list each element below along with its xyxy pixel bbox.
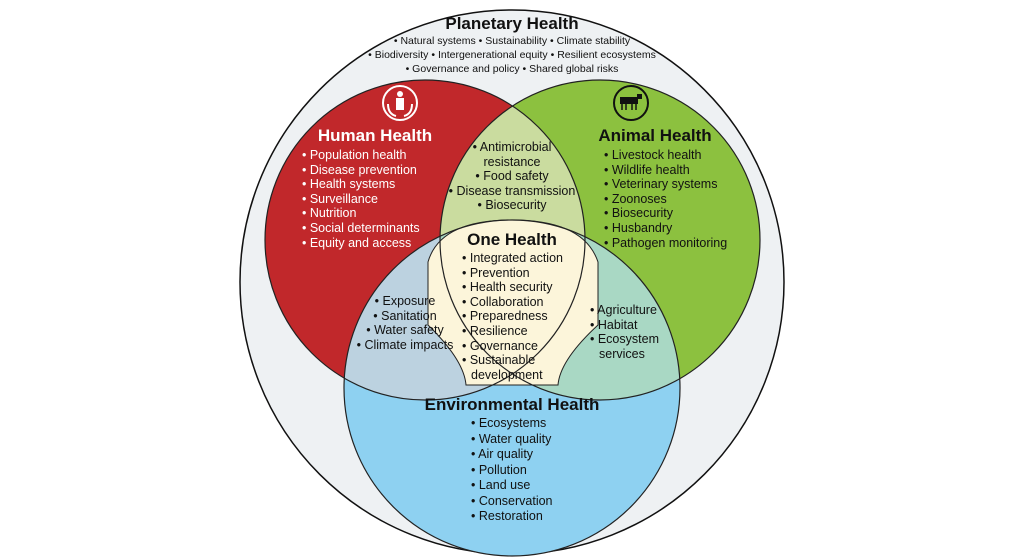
list-item: • Husbandry [604, 220, 673, 235]
livestock-icon [613, 85, 649, 121]
list-item: • Resilience [462, 323, 528, 338]
list-item: • Wildlife health [604, 162, 690, 177]
list-item: • Restoration [471, 509, 543, 523]
list-item: • Preparedness [462, 309, 548, 324]
list-item: • Antimicrobial [472, 140, 552, 154]
list-item: • Ecosystem [590, 332, 659, 347]
list-item: • Livestock health [604, 148, 702, 162]
list-item: • Health systems [302, 177, 396, 192]
list-item: resistance [483, 154, 541, 169]
human-animal-list: • Antimicrobial resistance • Food safety… [432, 140, 592, 213]
list-item: • Population health [302, 148, 407, 162]
list-item: • Pollution [471, 462, 527, 477]
list-item: • Biosecurity [604, 206, 673, 221]
planetary-line: • Governance and policy • Shared global … [405, 63, 619, 75]
list-item: • Governance [462, 338, 538, 353]
list-item: • Equity and access [302, 235, 412, 250]
list-item: • Water quality [471, 431, 552, 446]
list-item: development [471, 367, 543, 382]
human-list: • Population health • Disease prevention… [302, 148, 420, 250]
list-item: • Veterinary systems [604, 177, 718, 192]
animal-title: Animal Health [598, 126, 712, 145]
list-item: • Nutrition [302, 206, 357, 221]
list-item: • Ecosystems [471, 416, 547, 430]
list-item: • Social determinants [302, 220, 420, 235]
list-item: • Prevention [462, 265, 530, 280]
one-health-title: One Health [467, 230, 557, 249]
list-item: • Disease transmission [448, 183, 576, 198]
list-item: • Surveillance [302, 191, 378, 206]
list-item: • Climate impacts [356, 337, 454, 352]
list-item: • Land use [471, 478, 531, 492]
planetary-line: • Biodiversity • Intergenerational equit… [368, 49, 656, 61]
list-item: • Health security [462, 280, 553, 295]
planetary-title: Planetary Health [445, 14, 579, 33]
list-item: • Sustainable [462, 353, 536, 368]
environmental-title: Environmental Health [424, 395, 600, 414]
one-health-list: • Integrated action • Prevention • Healt… [462, 251, 563, 382]
list-item: • Biosecurity [477, 198, 547, 213]
list-item: • Sanitation [373, 308, 437, 323]
list-item: • Water safety [366, 323, 444, 338]
list-item: • Disease prevention [302, 162, 417, 177]
list-item: • Agriculture [590, 303, 657, 317]
list-item: • Air quality [471, 447, 534, 461]
person-in-hands-icon [382, 85, 418, 121]
list-item: • Food safety [475, 169, 549, 184]
animal-list: • Livestock health • Wildlife health • V… [604, 148, 727, 250]
human-title: Human Health [317, 126, 433, 145]
planetary-list: • Natural systems • Sustainability • Cli… [312, 34, 712, 76]
list-item: • Conservation [471, 493, 553, 508]
planetary-line: • Natural systems • Sustainability • Cli… [393, 35, 631, 47]
list-item: • Zoonoses [604, 191, 667, 206]
list-item: services [599, 346, 645, 361]
list-item: • Integrated action [462, 251, 563, 265]
animal-env-list: • Agriculture • Habitat • Ecosystem serv… [590, 303, 659, 361]
list-item: • Pathogen monitoring [604, 235, 728, 250]
list-item: • Habitat [590, 317, 638, 332]
list-item: • Collaboration [462, 294, 544, 309]
list-item: • Exposure [374, 294, 436, 308]
human-env-list: • Exposure • Sanitation • Water safety •… [350, 294, 460, 352]
environmental-list: • Ecosystems • Water quality • Air quali… [471, 416, 553, 525]
